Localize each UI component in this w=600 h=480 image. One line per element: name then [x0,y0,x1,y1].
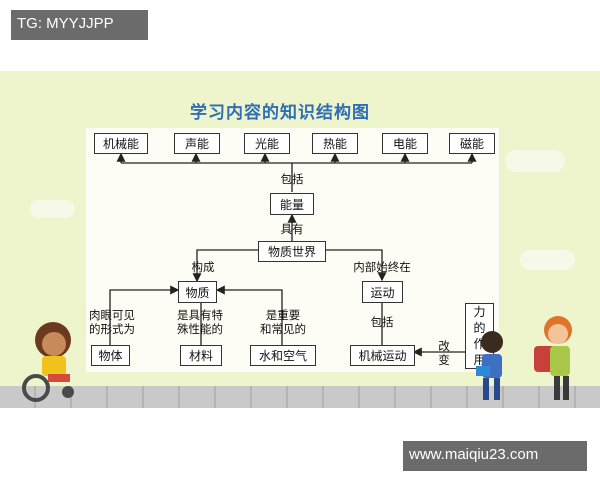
label-internal-always: 内部始终在 [353,260,411,274]
label-includes-top: 包括 [280,172,304,186]
node-energy: 能量 [270,193,314,215]
node-matter: 物质 [178,281,217,303]
force-char-2: 的 [473,321,486,335]
watermark-top: TG: MYYJJPP [11,10,148,40]
force-char-1: 力 [473,305,486,319]
energy-type-light: 光能 [244,133,290,154]
energy-type-magnetic: 磁能 [449,133,495,154]
node-water-and-air: 水和空气 [250,345,316,366]
label-change: 改 变 [438,339,450,367]
cloud-decoration [30,200,75,218]
cloud-decoration [505,150,565,172]
cloud-decoration [520,250,575,270]
node-materials: 材料 [180,345,222,366]
node-mechanical-motion: 机械运动 [350,345,415,366]
energy-type-heat: 热能 [312,133,358,154]
label-composes: 构成 [191,260,215,274]
node-objects: 物体 [91,345,130,366]
watermark-bottom: www.maiqiu23.com [403,441,587,471]
label-important-common: 是重要 和常见的 [260,308,306,336]
label-special-property: 是具有特 殊性能的 [177,308,223,336]
diagram-title: 学习内容的知识结构图 [190,103,370,123]
label-visible-form: 肉眼可见 的形式为 [89,308,135,336]
pavement [0,386,600,408]
boy-with-book-illustration [476,331,503,400]
energy-type-sound: 声能 [174,133,220,154]
energy-type-mechanical: 机械能 [94,133,148,154]
node-material-world: 物质世界 [258,241,326,262]
wheelchair-girl-illustration [22,322,74,402]
energy-type-electric: 电能 [382,133,428,154]
node-motion: 运动 [362,281,403,303]
label-has: 具有 [280,222,304,236]
label-includes-bottom: 包括 [370,315,394,329]
girl-with-backpack-illustration [534,316,572,400]
